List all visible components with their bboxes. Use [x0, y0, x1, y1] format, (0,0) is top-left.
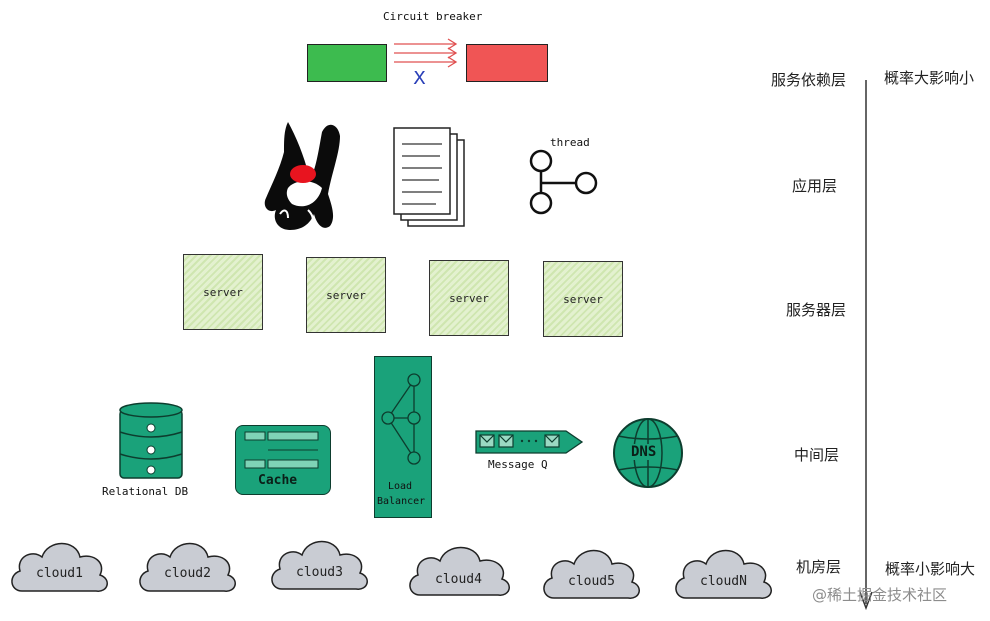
server-box-4: server — [543, 261, 623, 337]
load-balancer-icon — [381, 373, 421, 465]
duke-mascot-icon — [264, 122, 340, 230]
thread-label: thread — [550, 136, 590, 149]
probability-arrow — [859, 80, 873, 611]
database-icon — [119, 402, 183, 479]
cloud-label-3: cloud3 — [296, 565, 343, 580]
cloud-label-2: cloud2 — [164, 566, 211, 581]
server-label: server — [563, 292, 603, 306]
dns-label: DNS — [629, 444, 659, 460]
cloud-n — [675, 549, 772, 599]
cloud-1 — [11, 542, 108, 592]
circuit-open-block — [466, 44, 548, 82]
message-queue-icon — [475, 430, 584, 454]
layer-label-application: 应用层 — [792, 177, 838, 195]
layer-label-dependency: 服务依赖层 — [771, 71, 847, 89]
server-box-2: server — [306, 257, 386, 333]
cloud-label-5: cloud5 — [568, 574, 615, 589]
cloud-3 — [271, 540, 368, 590]
watermark: @稀土掘金技术社区 — [812, 586, 948, 604]
layer-label-datacenter: 机房层 — [796, 558, 842, 576]
load-balancer-label-line2: Balancer — [377, 496, 426, 507]
cache-entries-icon — [244, 431, 319, 469]
probability-bottom-label: 概率小影响大 — [885, 560, 976, 578]
server-box-3: server — [429, 260, 509, 336]
layer-label-middleware: 中间层 — [794, 446, 840, 464]
load-balancer-label-line1: Load — [388, 481, 413, 492]
cloud-4 — [409, 546, 510, 596]
server-label: server — [326, 288, 366, 302]
load-balancer-block — [374, 356, 432, 518]
server-box-1: server — [183, 254, 263, 330]
db-label: Relational DB — [102, 485, 189, 498]
circuit-breaker-title: Circuit breaker — [383, 10, 483, 23]
server-label: server — [449, 291, 489, 305]
circuit-arrows — [394, 38, 458, 68]
layer-label-server: 服务器层 — [786, 301, 847, 319]
circuit-fail-mark: X — [413, 68, 426, 89]
cache-label: Cache — [258, 473, 298, 488]
cloud-2 — [139, 542, 236, 592]
cloud-label-n: cloudN — [700, 574, 747, 589]
cloud-5 — [543, 549, 640, 599]
documents-icon — [393, 127, 465, 227]
cloud-label-1: cloud1 — [36, 566, 83, 581]
circuit-closed-block — [307, 44, 387, 82]
probability-top-label: 概率大影响小 — [884, 69, 975, 87]
cloud-label-4: cloud4 — [435, 572, 482, 587]
message-queue-label: Message Q — [488, 458, 548, 471]
thread-branch-icon — [529, 149, 598, 215]
server-label: server — [203, 285, 243, 299]
